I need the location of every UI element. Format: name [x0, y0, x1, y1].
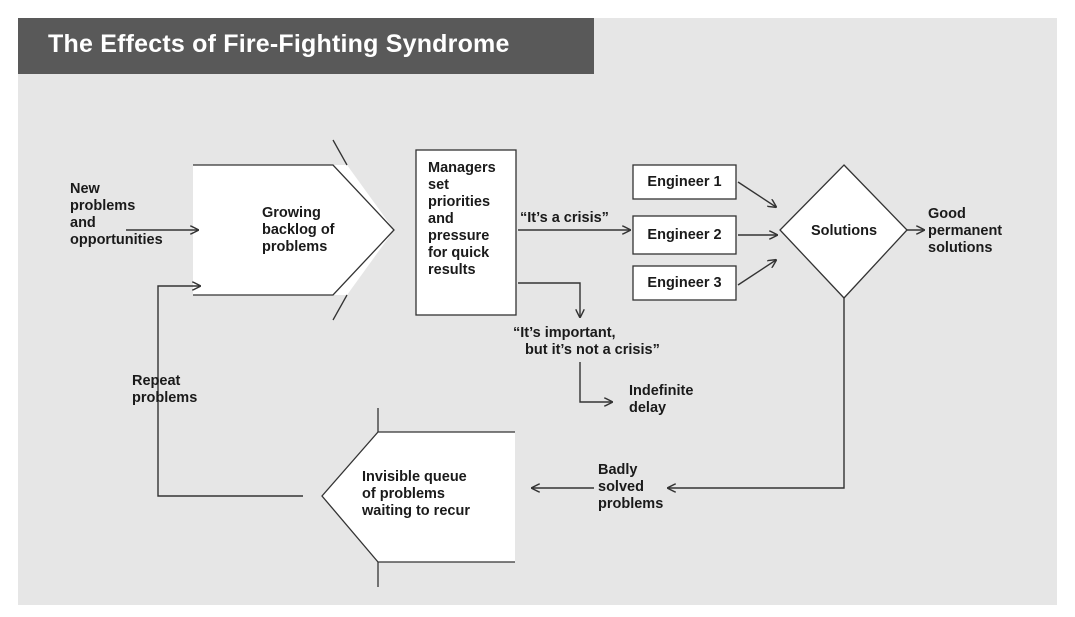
edge-important — [518, 282, 580, 317]
backlog-chevron-outline — [193, 164, 395, 296]
label-engineer-3: Engineer 3 — [647, 275, 722, 291]
label-crisis: “It’s a crisis” — [520, 210, 609, 226]
backlog-chevron-bottom-edge — [332, 294, 348, 321]
edge-to-delay — [579, 362, 612, 402]
backlog-chevron-top-edge — [332, 139, 348, 166]
edge-repeat-loop — [157, 286, 303, 497]
diagram-background — [18, 18, 1057, 605]
engineer-2-box — [632, 215, 737, 255]
engineer-1-box — [632, 164, 737, 200]
managers-box — [415, 149, 517, 316]
label-delay: Indefinite delay — [629, 383, 694, 416]
label-repeat: Repeat problems — [132, 373, 198, 406]
label-badly-solved: Badly solved problems — [598, 462, 664, 512]
edge-solutions-to-badly — [668, 298, 845, 488]
queue-chevron-outline — [321, 431, 515, 563]
label-engineer-1: Engineer 1 — [647, 174, 722, 190]
title-bar — [18, 18, 594, 74]
queue-chevron — [322, 432, 515, 562]
label-queue: Invisible queue of problems waiting to r… — [362, 469, 470, 519]
label-solutions: Solutions — [810, 223, 878, 239]
engineer-3-box — [632, 265, 737, 301]
backlog-chevron — [193, 165, 394, 295]
label-backlog: Growing backlog of problems — [262, 205, 335, 255]
label-good-solutions: Good permanent solutions — [928, 206, 1003, 256]
diagram-title: The Effects of Fire-Fighting Syndrome — [48, 30, 510, 58]
edge-eng1-to-solutions — [737, 181, 776, 207]
label-managers: Managers set priorities and pressure for… — [428, 160, 496, 278]
edge-eng3-to-solutions — [737, 260, 776, 286]
label-engineer-2: Engineer 2 — [647, 227, 722, 243]
label-new-problems: New problems and opportunities — [70, 181, 163, 248]
label-important: “It’s important, but it’s not a crisis” — [513, 325, 660, 358]
